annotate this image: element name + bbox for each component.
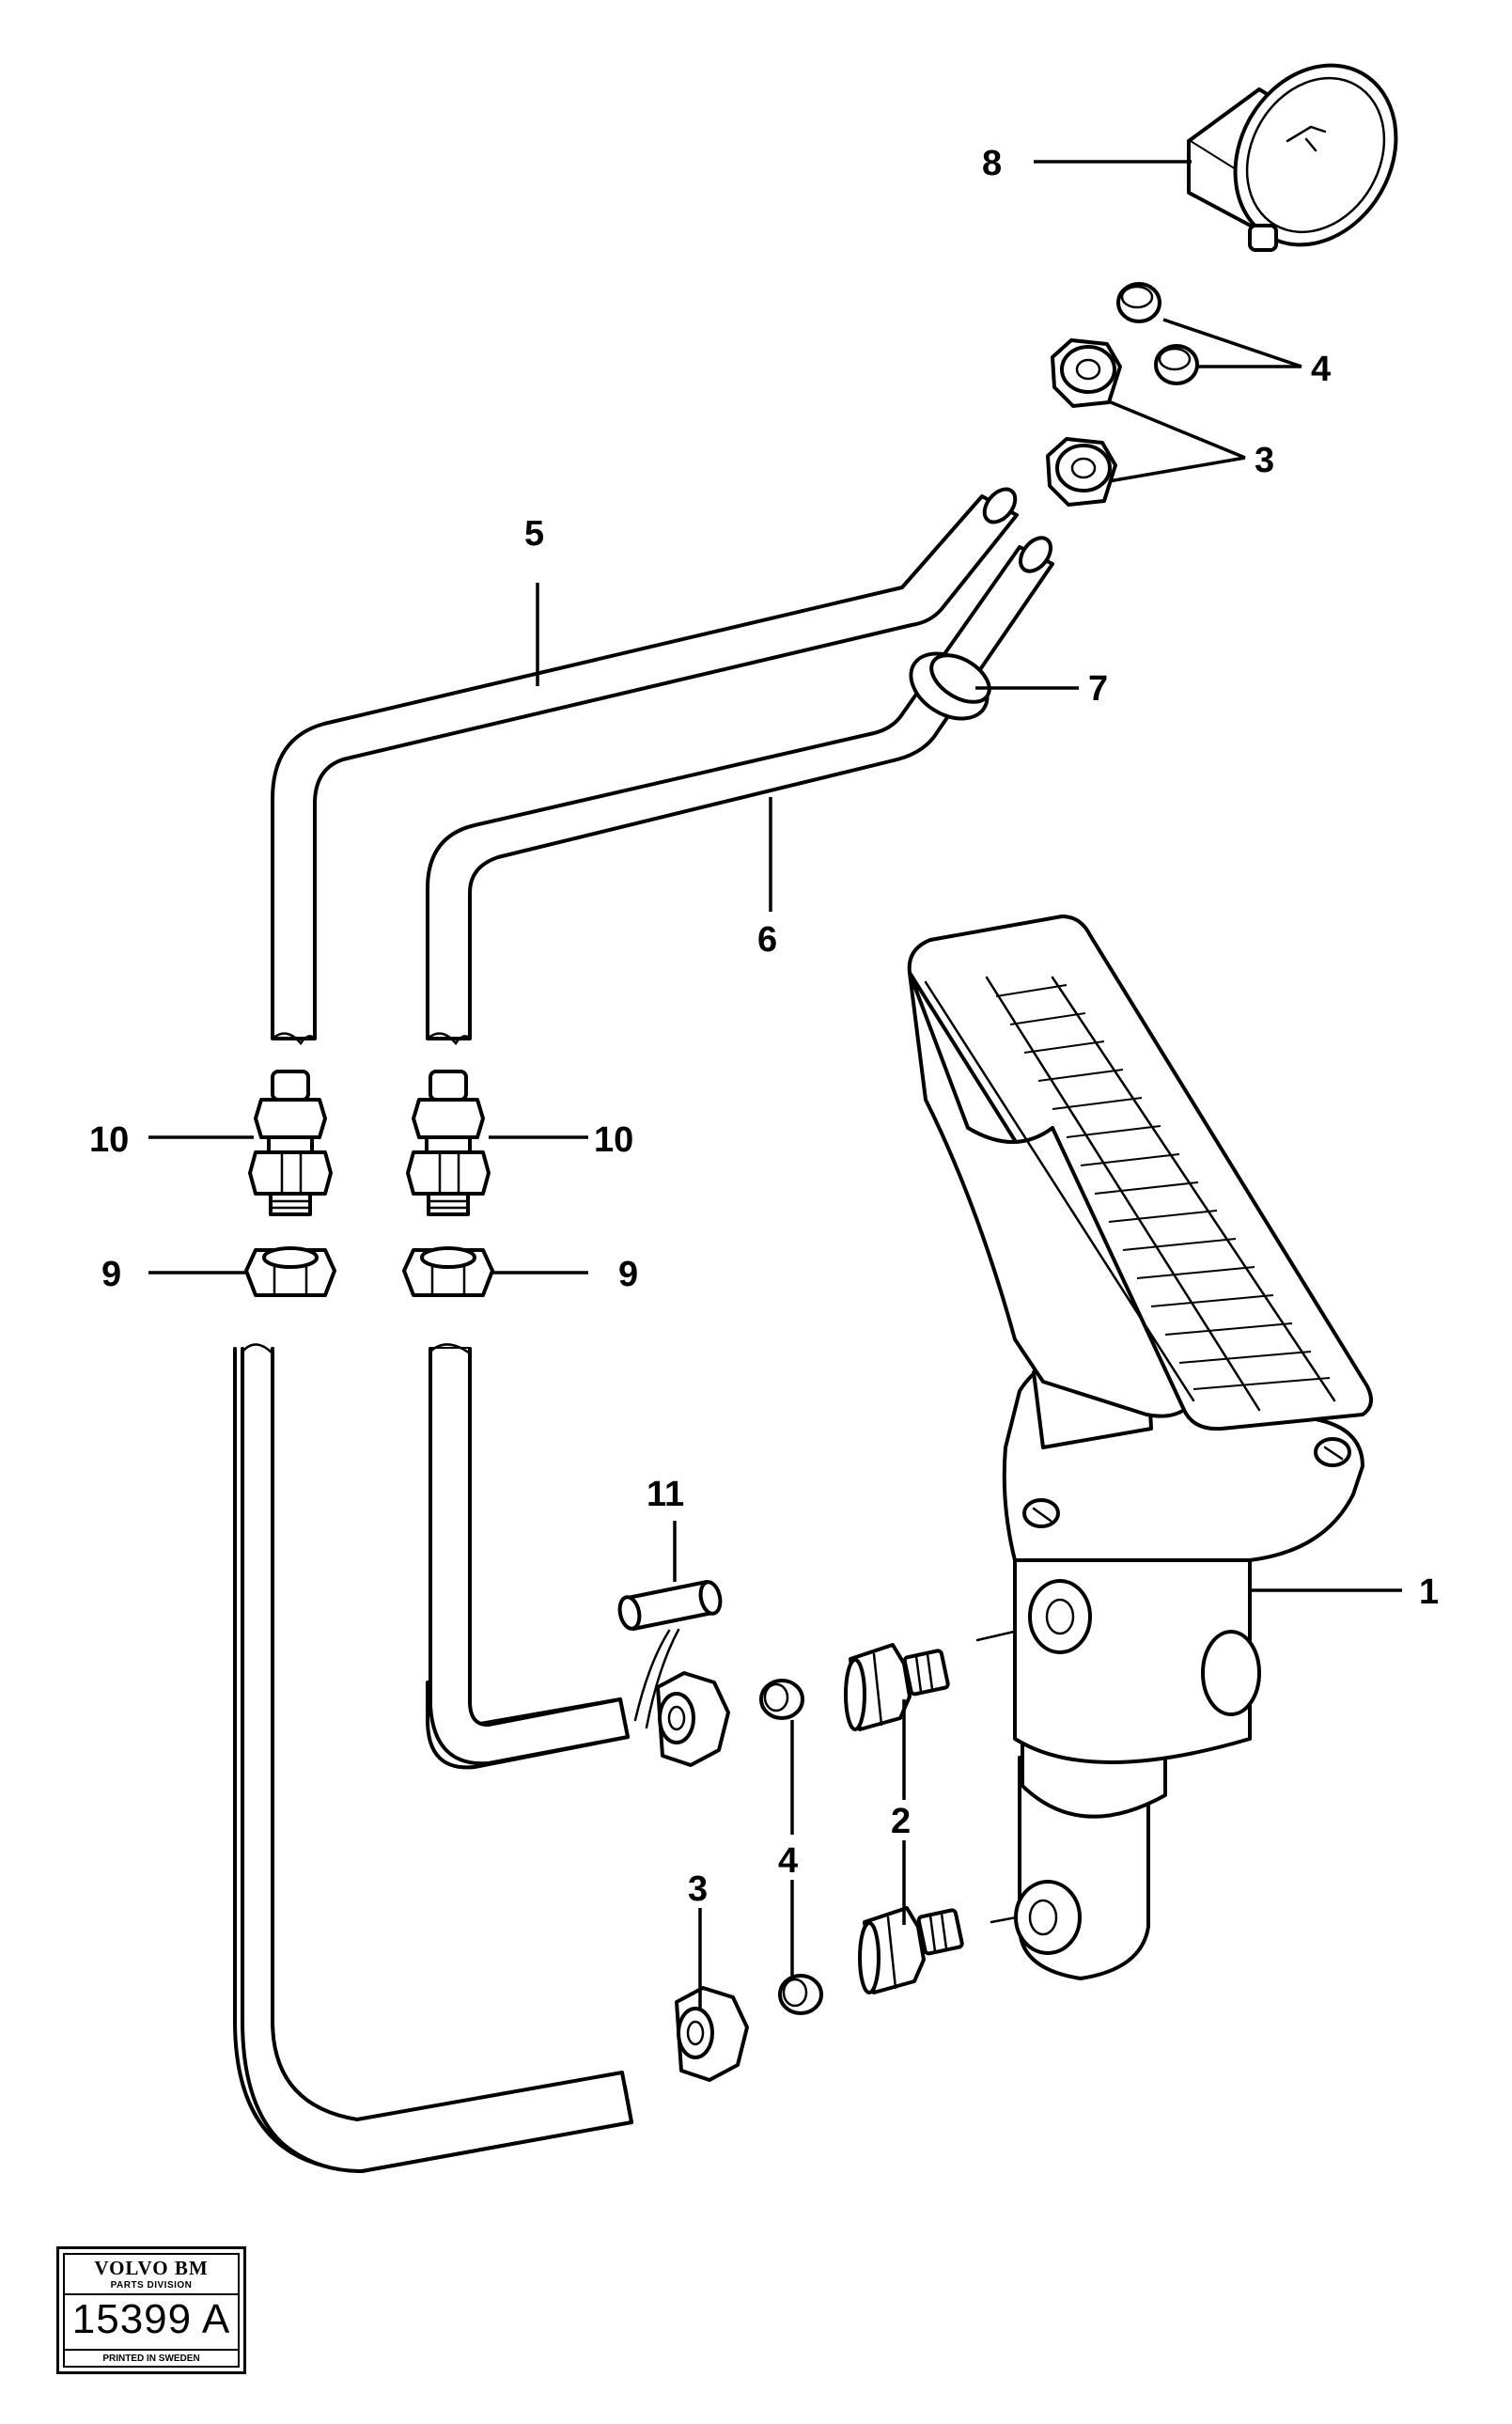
callout-6: 6 (757, 920, 777, 960)
stamp-division: PARTS DIVISION (65, 2280, 238, 2295)
adapter-2-lower (858, 1906, 1043, 1994)
volvo-bm-parts-stamp: VOLVO BM PARTS DIVISION 15399 A PRINTED … (56, 2246, 246, 2374)
stamp-printed: PRINTED IN SWEDEN (65, 2349, 238, 2366)
union-10-right (406, 1070, 491, 1216)
callout-8: 8 (982, 144, 1002, 183)
pipe-lower-right (426, 1343, 630, 1770)
pipe-lower-left (233, 1343, 633, 2173)
olive-4-top-b (1154, 344, 1199, 385)
brake-pedal (907, 915, 1373, 1431)
callout-9-right: 9 (618, 1255, 638, 1294)
callout-4-top: 4 (1311, 350, 1331, 389)
brake-valve (1002, 1333, 1364, 1980)
olive-4-middle (759, 1679, 804, 1720)
callout-11: 11 (647, 1475, 684, 1514)
callout-9-left: 9 (101, 1255, 121, 1294)
nut-3-middle (656, 1671, 730, 1767)
callout-5: 5 (524, 514, 544, 554)
nut-3-top-b (1046, 437, 1117, 507)
callout-10-left: 10 (89, 1120, 129, 1160)
nut-3-lower (675, 1986, 749, 2082)
olive-4-top-a (1116, 282, 1161, 323)
stamp-brand: VOLVO BM (94, 2257, 209, 2279)
callout-1: 1 (1419, 1572, 1439, 1612)
olive-4-lower (778, 1974, 823, 2015)
nut-9-right (402, 1246, 494, 1297)
pressure-gauge (1187, 63, 1398, 252)
pedal-tread (995, 984, 1331, 1390)
stamp-drawing-number: 15399 A (71, 2296, 231, 2342)
leader-lines (148, 160, 1402, 2010)
pipe-5 (271, 487, 1019, 1046)
pin-11 (617, 1580, 723, 1729)
union-10-left (248, 1070, 333, 1216)
grommet-7 (909, 651, 991, 721)
nut-3-top-a (1051, 338, 1122, 408)
callout-3-top: 3 (1255, 441, 1274, 480)
pipe-6 (426, 536, 1054, 1046)
callout-4-bottom: 4 (778, 1841, 798, 1881)
callout-10-right: 10 (594, 1120, 633, 1160)
callout-3-bottom: 3 (688, 1869, 708, 1909)
nut-9-left (244, 1246, 336, 1297)
callout-7: 7 (1088, 669, 1108, 709)
stamp-frame: VOLVO BM PARTS DIVISION 15399 A PRINTED … (63, 2253, 240, 2368)
callout-2: 2 (891, 1802, 911, 1841)
adapter-2-upper (844, 1624, 1040, 1731)
